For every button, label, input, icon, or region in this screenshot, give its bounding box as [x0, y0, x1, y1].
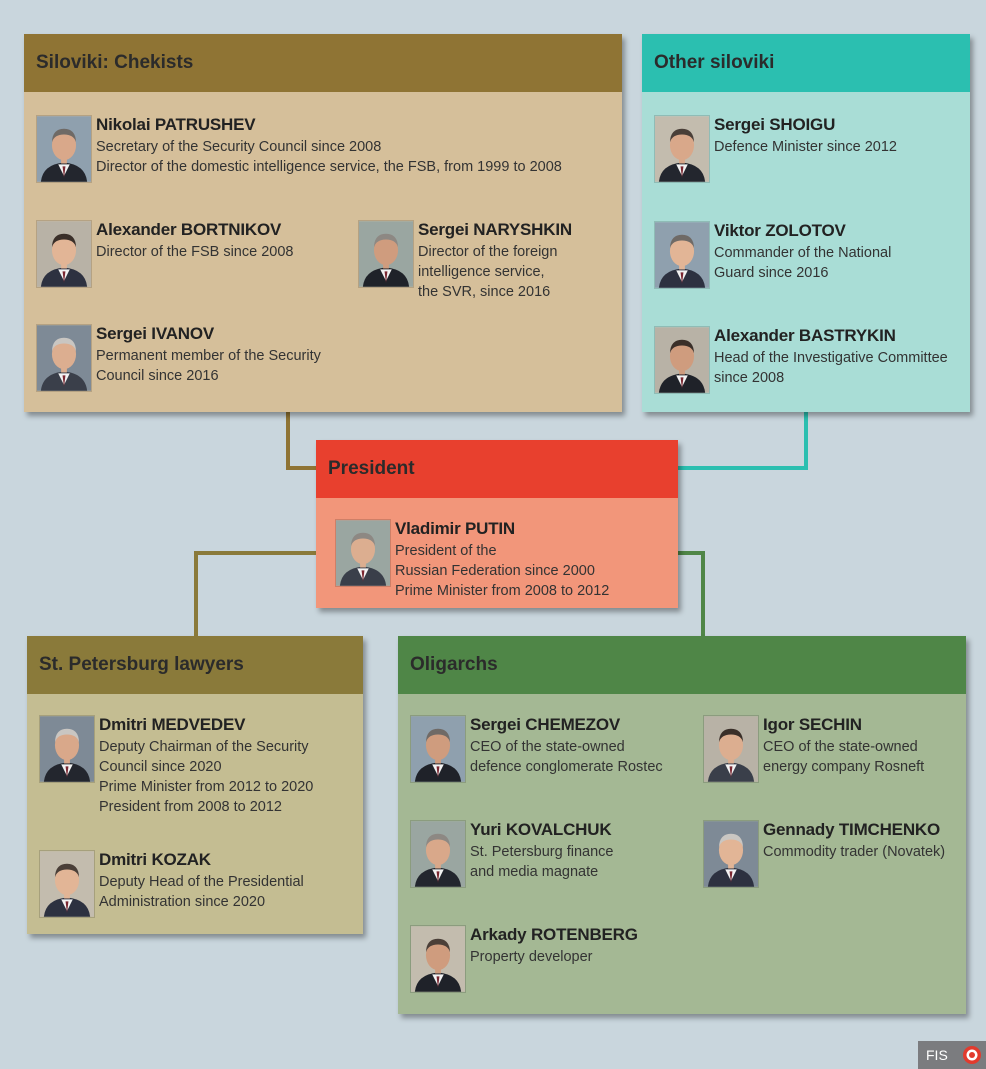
person-name: Yuri KOVALCHUK — [470, 820, 612, 839]
person-description: Commodity trader (Novatek) — [763, 842, 945, 862]
group-title: Oligarchs — [398, 636, 966, 694]
description-line: Russian Federation since 2000 — [395, 563, 595, 579]
description-line: Deputy Head of the Presidential — [99, 874, 304, 890]
portrait-photo — [703, 715, 759, 783]
person-description: Property developer — [470, 947, 593, 967]
person-name: Alexander BORTNIKOV — [96, 220, 282, 239]
person-name: Sergei NARYSHKIN — [418, 220, 572, 239]
portrait-photo — [39, 715, 95, 783]
person-name: Viktor ZOLOTOV — [714, 221, 846, 240]
description-line: Permanent member of the Security — [96, 348, 321, 364]
person-description: St. Petersburg finance and media magnate — [470, 842, 613, 882]
group-title: President — [316, 440, 678, 498]
connector-other-siloviki-president — [678, 412, 808, 470]
person-name: Alexander BASTRYKIN — [714, 326, 896, 345]
group-title: Other siloviki — [642, 34, 970, 92]
person-description: CEO of the state-owned defence conglomera… — [470, 737, 663, 777]
description-line: energy company Rosneft — [763, 759, 925, 775]
group-siloviki-chekists: Siloviki: Chekists — [24, 34, 622, 412]
description-line: Director of the domestic intelligence se… — [96, 159, 562, 175]
group-title: St. Petersburg lawyers — [27, 636, 363, 694]
portrait-photo — [410, 925, 466, 993]
person-description: Defence Minister since 2012 — [714, 137, 897, 157]
person-name: Sergei IVANOV — [96, 324, 215, 343]
person-description: Secretary of the Security Council since … — [96, 137, 562, 177]
description-line: intelligence service, — [418, 264, 545, 280]
portrait-photo — [654, 326, 710, 394]
description-line: Head of the Investigative Committee — [714, 350, 948, 366]
portrait-photo — [410, 715, 466, 783]
description-line: Defence Minister since 2012 — [714, 139, 897, 155]
person-name: Dmitri KOZAK — [99, 850, 211, 869]
description-line: Council since 2016 — [96, 368, 219, 384]
person-name: Gennady TIMCHENKO — [763, 820, 941, 839]
portrait-photo — [654, 221, 710, 289]
description-line: Director of the foreign — [418, 244, 558, 260]
description-line: Commander of the National — [714, 245, 892, 261]
description-line: President from 2008 to 2012 — [99, 799, 282, 815]
portrait-photo — [358, 220, 414, 288]
portrait-photo — [703, 820, 759, 888]
description-line: Administration since 2020 — [99, 894, 266, 910]
connector-president-oligarchs — [678, 551, 705, 636]
portrait-photo — [36, 115, 92, 183]
person-description: Head of the Investigative Committee since… — [714, 348, 948, 388]
person-name: Arkady ROTENBERG — [470, 925, 638, 944]
portrait-photo — [36, 220, 92, 288]
portrait-photo — [410, 820, 466, 888]
portrait-photo — [36, 324, 92, 392]
description-line: CEO of the state-owned — [470, 739, 625, 755]
person-description: Director of the foreign intelligence serv… — [418, 242, 557, 302]
portrait-photo — [335, 519, 391, 587]
person-name: Sergei SHOIGU — [714, 115, 836, 134]
group-title: Siloviki: Chekists — [24, 34, 622, 92]
description-line: since 2008 — [714, 370, 785, 386]
connector-president-lawyers — [194, 551, 316, 636]
fis-eye-icon — [963, 1046, 981, 1064]
fis-logo-text: FIS — [926, 1047, 948, 1063]
description-line: CEO of the state-owned — [763, 739, 918, 755]
description-line: Guard since 2016 — [714, 265, 829, 281]
description-line: the SVR, since 2016 — [418, 284, 551, 300]
connector-chekists-president — [286, 412, 316, 470]
person-name: Igor SECHIN — [763, 715, 862, 734]
person-name: Dmitri MEDVEDEV — [99, 715, 246, 734]
person-description: Director of the FSB since 2008 — [96, 242, 293, 262]
description-line: Prime Minister from 2012 to 2020 — [99, 779, 314, 795]
group-oligarchs: Oligarchs — [398, 636, 966, 1014]
description-line: Council since 2020 — [99, 759, 222, 775]
person-name: Sergei CHEMEZOV — [470, 715, 621, 734]
fis-logo: FIS — [918, 1041, 986, 1069]
portrait-photo — [654, 115, 710, 183]
person-description: CEO of the state-owned energy company Ros… — [763, 737, 924, 777]
person-name: Vladimir PUTIN — [395, 519, 516, 538]
description-line: Secretary of the Security Council since … — [96, 139, 382, 155]
description-line: defence conglomerate Rostec — [470, 759, 663, 775]
description-line: and media magnate — [470, 864, 599, 880]
description-line: Prime Minister from 2008 to 2012 — [395, 583, 610, 599]
portrait-photo — [39, 850, 95, 918]
description-line: St. Petersburg finance — [470, 844, 614, 860]
person-name: Nikolai PATRUSHEV — [96, 115, 256, 134]
description-line: President of the — [395, 543, 497, 559]
description-line: Commodity trader (Novatek) — [763, 844, 946, 860]
description-line: Director of the FSB since 2008 — [96, 244, 294, 260]
description-line: Deputy Chairman of the Security — [99, 739, 309, 755]
description-line: Property developer — [470, 949, 593, 965]
